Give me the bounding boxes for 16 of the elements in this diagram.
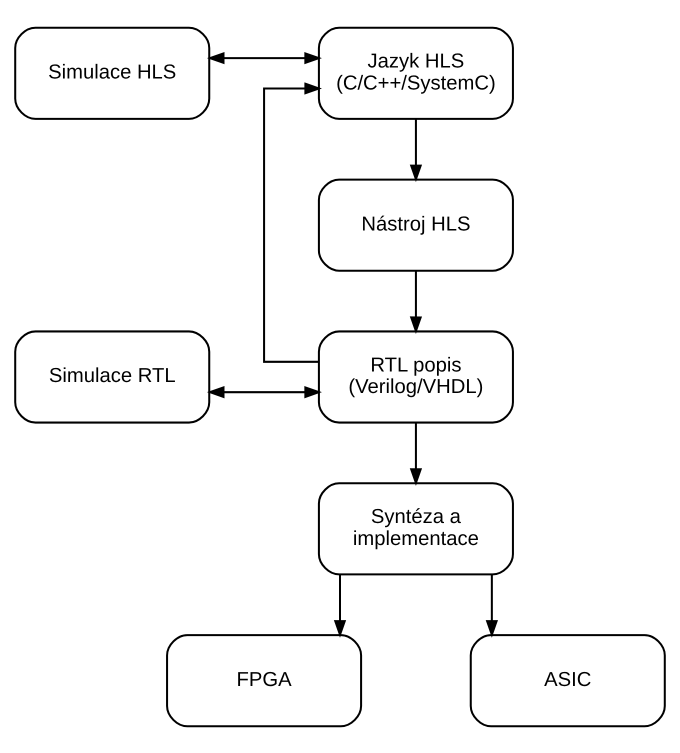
- arrow: [410, 270, 422, 334]
- arrow: [410, 118, 422, 182]
- arrow: [263, 82, 322, 362]
- arrow: [334, 574, 346, 638]
- node-box: Simulace HLS: [14, 26, 210, 120]
- arrow: [206, 51, 322, 64]
- arrow: [486, 574, 498, 638]
- node-box: Jazyk HLS (C/C++/SystemC): [318, 26, 514, 120]
- arrow: [410, 422, 422, 486]
- node-box: ASIC: [470, 634, 666, 727]
- node-box: Syntéza a implementace: [318, 482, 514, 575]
- node-box: Nástroj HLS: [318, 178, 514, 272]
- arrow: [206, 386, 322, 398]
- node-box: Simulace RTL: [14, 330, 210, 424]
- node-box: RTL popis (Verilog/VHDL): [318, 330, 514, 424]
- node-box: FPGA: [166, 634, 362, 727]
